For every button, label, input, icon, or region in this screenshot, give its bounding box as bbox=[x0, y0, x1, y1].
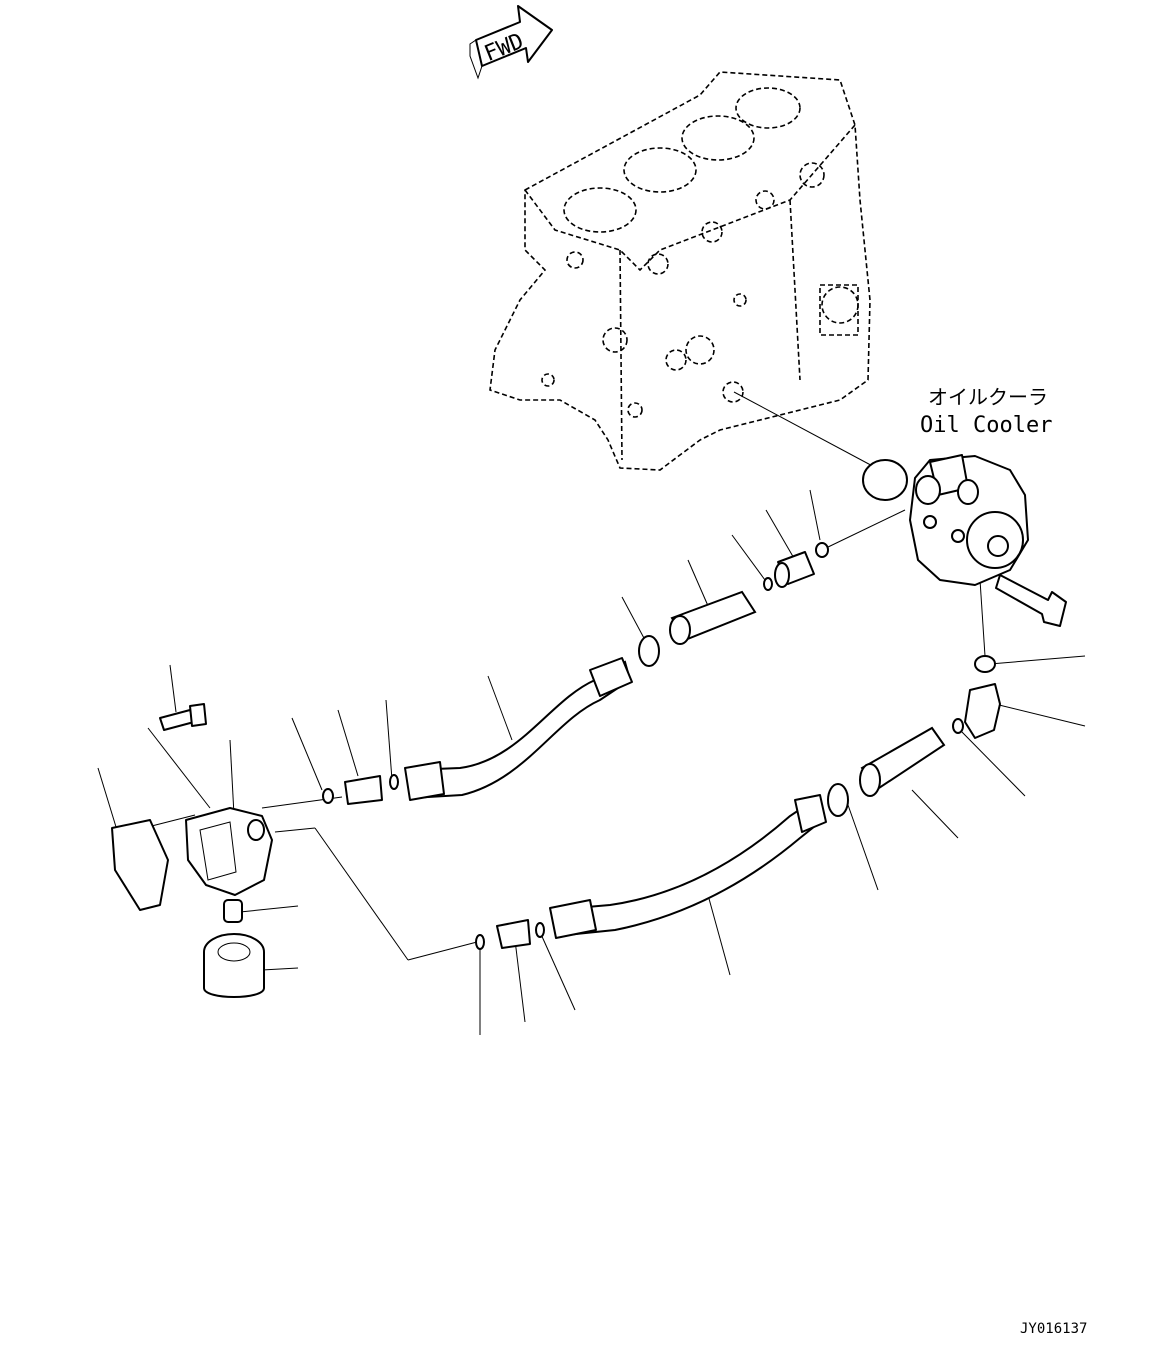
oil-cooler-gasket bbox=[862, 459, 908, 501]
oil-cooler bbox=[909, 454, 1067, 627]
oil-cooler-label-japanese: オイルクーラ bbox=[928, 385, 1048, 409]
figure-code: JY016137 bbox=[1020, 1321, 1087, 1337]
engine-block bbox=[489, 71, 871, 471]
upper-line-parts bbox=[322, 542, 829, 805]
oil-cooler-label-english: Oil Cooler bbox=[920, 413, 1052, 438]
filter-assembly bbox=[111, 703, 273, 998]
fwd-arrow: FWD bbox=[469, 5, 553, 80]
lower-line-parts bbox=[475, 655, 1001, 950]
leader-lines bbox=[97, 391, 1086, 1035]
